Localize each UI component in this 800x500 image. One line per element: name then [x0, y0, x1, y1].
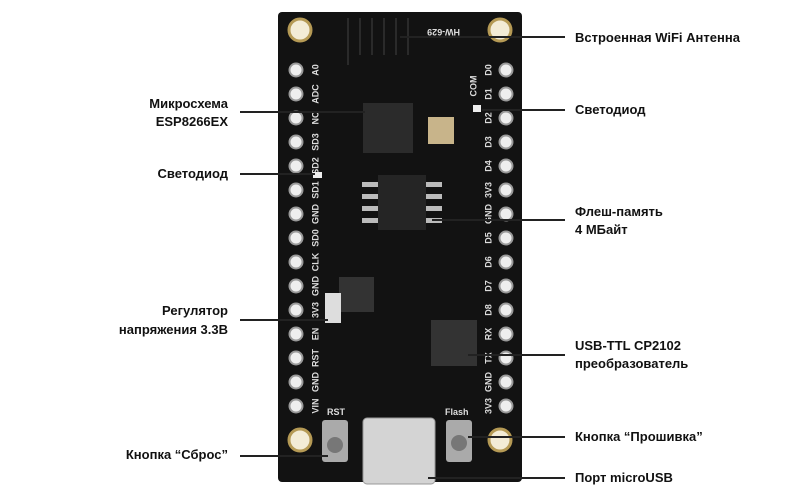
- pin-pad: [498, 326, 514, 342]
- pin-pad: [288, 278, 304, 294]
- callout-regulator-line1: Регулятор: [162, 303, 228, 318]
- pin-label: EN: [310, 328, 320, 341]
- pin-pad: [288, 254, 304, 270]
- callout-flash-line1: Флеш-память: [575, 204, 663, 219]
- regulator-chip: [339, 277, 374, 312]
- pin-label: D2: [483, 112, 493, 124]
- leader-lines: [240, 36, 565, 479]
- rst-button-cap[interactable]: [327, 437, 343, 453]
- esp8266-chip: [363, 103, 413, 153]
- pin-label: TX: [483, 352, 493, 364]
- pin-pad: [498, 134, 514, 150]
- flash-button-cap[interactable]: [451, 435, 467, 451]
- flash-label: Flash: [445, 407, 469, 417]
- rst-label: RST: [327, 407, 346, 417]
- pin-pad: [498, 182, 514, 198]
- pin-label: SD1: [310, 181, 320, 199]
- pin-headers: A0ADCNCSD3SD2SD1GNDSD0CLKGND3V3ENRSTGNDV…: [288, 62, 514, 414]
- pin-label: 3V3: [483, 182, 493, 198]
- pin-pad: [288, 206, 304, 222]
- pin-pad: [288, 134, 304, 150]
- pin-pad: [288, 86, 304, 102]
- pin-label: RX: [483, 328, 493, 341]
- crystal: [428, 117, 454, 144]
- antenna-traces: [347, 18, 409, 65]
- pin-label: SD3: [310, 133, 320, 151]
- pin-pad: [498, 350, 514, 366]
- pin-pad: [288, 230, 304, 246]
- pin-pad: [498, 374, 514, 390]
- callout-esp-line1: Микросхема: [149, 96, 228, 111]
- pin-pad: [498, 398, 514, 414]
- pin-pad: [498, 302, 514, 318]
- pin-pad: [288, 374, 304, 390]
- pin-pad: [498, 230, 514, 246]
- pin-label: NC: [310, 111, 320, 124]
- pin-pad: [498, 206, 514, 222]
- pin-label: CLK: [310, 252, 320, 271]
- led-left: [313, 172, 322, 178]
- pin-pad: [288, 182, 304, 198]
- callout-led-left: Светодиод: [157, 166, 229, 181]
- pin-label: D7: [483, 280, 493, 292]
- pin-label: ADC: [310, 84, 320, 104]
- pin-pad: [498, 158, 514, 174]
- pin-pad: [288, 62, 304, 78]
- callout-esp-line2: ESP8266EX: [155, 114, 228, 129]
- pin-label: A0: [310, 64, 320, 76]
- callout-usb-ttl-line2: преобразователь: [575, 356, 689, 371]
- pin-pad: [288, 302, 304, 318]
- pin-label: GND: [310, 372, 320, 393]
- pin-label: D1: [483, 88, 493, 100]
- regulator-tab: [325, 293, 341, 323]
- pin-label: VIN: [310, 398, 320, 413]
- pin-label: D8: [483, 304, 493, 316]
- pin-label: 3V3: [310, 302, 320, 318]
- pin-label: D6: [483, 256, 493, 268]
- pin-label: GND: [310, 204, 320, 225]
- pin-label: SD0: [310, 229, 320, 247]
- flash-chip: [378, 175, 426, 230]
- pin-pad: [288, 110, 304, 126]
- pin-pad: [288, 326, 304, 342]
- callout-led-right: Светодиод: [575, 102, 646, 117]
- pin-pad: [498, 86, 514, 102]
- microusb-port: [362, 417, 436, 485]
- pin-label: GND: [483, 204, 493, 225]
- pin-label: SD2: [310, 157, 320, 175]
- callout-usb-ttl-line1: USB-TTL CP2102: [575, 338, 681, 353]
- pin-label: D0: [483, 64, 493, 76]
- pin-pad: [498, 110, 514, 126]
- callout-reset-button: Кнопка “Сброс”: [125, 447, 228, 462]
- pin-label: GND: [310, 276, 320, 297]
- pin-label: D4: [483, 160, 493, 172]
- callout-microusb: Порт microUSB: [575, 470, 673, 485]
- callout-regulator-line2: напряжения 3.3В: [118, 322, 228, 337]
- pin-pad: [498, 62, 514, 78]
- pin-label: RST: [310, 348, 320, 367]
- pin-pad: [288, 158, 304, 174]
- pin-pad: [288, 350, 304, 366]
- callout-flash-button: Кнопка “Прошивка”: [575, 429, 703, 444]
- pin-label: D5: [483, 232, 493, 244]
- pin-pad: [498, 254, 514, 270]
- mount-holes: [287, 17, 513, 453]
- led-right: [473, 105, 481, 112]
- pin-pad: [288, 398, 304, 414]
- callout-wifi-antenna: Встроенная WiFi Антенна: [575, 30, 740, 45]
- pin-label: GND: [483, 372, 493, 393]
- com-label: COM: [468, 76, 478, 97]
- silkscreen: HW-629: [427, 27, 460, 37]
- pin-pad: [498, 278, 514, 294]
- pin-label: D3: [483, 136, 493, 148]
- pin-label: 3V3: [483, 398, 493, 414]
- callout-flash-line2: 4 МБайт: [575, 222, 628, 237]
- cp2102-chip: [431, 320, 477, 366]
